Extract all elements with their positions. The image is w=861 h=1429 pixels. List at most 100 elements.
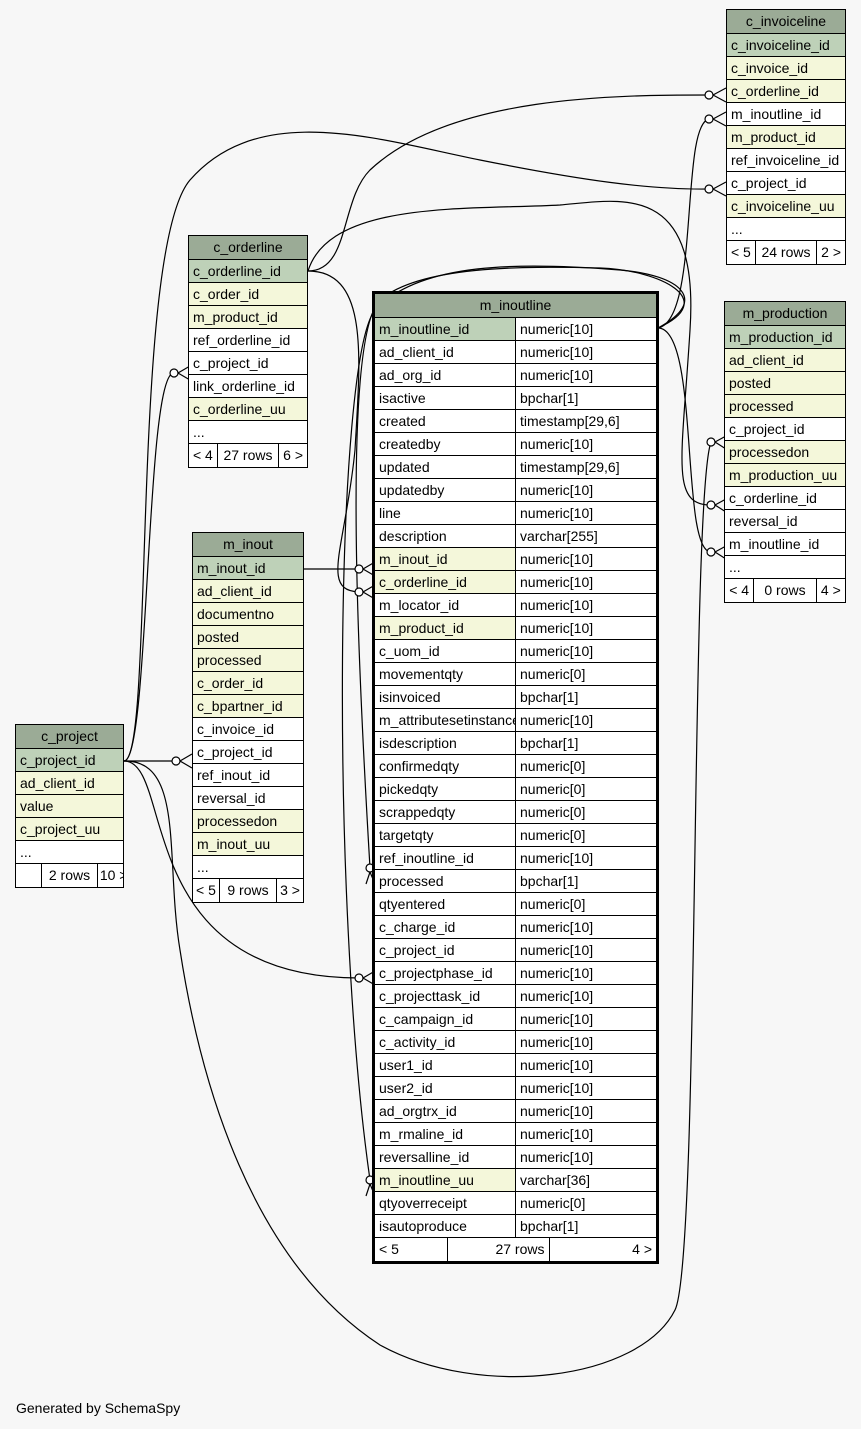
column-row[interactable]: value [16, 793, 123, 818]
column-row[interactable]: m_inoutline_id [727, 101, 845, 126]
column-row[interactable]: c_project_id [727, 170, 845, 195]
column-row[interactable]: posted [193, 624, 303, 649]
footer-nav-prev[interactable]: < 5 [375, 1237, 448, 1261]
column-row[interactable]: c_project_id [189, 350, 307, 375]
column-row[interactable]: c_invoiceline_id [727, 32, 845, 57]
column-row[interactable]: c_bpartner_id [193, 693, 303, 718]
column-row[interactable]: c_invoice_id [193, 716, 303, 741]
table-title[interactable]: c_project [16, 725, 123, 749]
column-row[interactable]: c_order_id [189, 281, 307, 306]
column-row[interactable]: c_orderline_id [189, 258, 307, 283]
column-row[interactable]: c_order_id [193, 670, 303, 695]
column-row[interactable]: link_orderline_id [189, 373, 307, 398]
column-row[interactable]: m_production_id [725, 324, 845, 349]
column-row[interactable]: processed [725, 393, 845, 418]
column-row[interactable]: processedon [193, 808, 303, 833]
footer-nav-next[interactable]: 6 > [278, 443, 307, 467]
table-title[interactable]: m_inout [193, 533, 303, 557]
column-row[interactable]: ... [725, 554, 845, 579]
column-row[interactable]: c_project_id [16, 747, 123, 772]
column-row[interactable]: c_orderline_uu [189, 396, 307, 421]
column-row[interactable]: ... [727, 216, 845, 241]
table-title[interactable]: c_invoiceline [727, 10, 845, 34]
column-row[interactable]: m_inout_uu [193, 831, 303, 856]
column-row[interactable]: ... [189, 419, 307, 444]
table-title[interactable]: m_inoutline [375, 294, 656, 318]
column-row[interactable]: m_production_uu [725, 462, 845, 487]
footer-nav-next[interactable]: 4 > [815, 578, 845, 602]
footer-nav-prev[interactable]: < 5 [727, 240, 756, 264]
table-title[interactable]: c_orderline [189, 236, 307, 260]
footer-nav-prev[interactable]: < 4 [725, 578, 755, 602]
column-row[interactable]: m_product_id [727, 124, 845, 149]
column-row[interactable]: ref_invoiceline_id [727, 147, 845, 172]
column-row[interactable]: processed [193, 647, 303, 672]
column-row[interactable]: ref_inout_id [193, 762, 303, 787]
column-row[interactable]: processedon [725, 439, 845, 464]
column-row[interactable]: ad_client_id [725, 347, 845, 372]
column-row[interactable]: c_project_id [193, 739, 303, 764]
column-row[interactable]: m_inout_id [193, 555, 303, 580]
column-row[interactable]: ... [193, 854, 303, 879]
column-row[interactable]: c_invoice_id [727, 55, 845, 80]
column-row[interactable]: c_orderline_id [727, 78, 845, 103]
column-row[interactable]: ad_client_id [16, 770, 123, 795]
table-title[interactable]: m_production [725, 302, 845, 326]
footer-nav-next[interactable]: 2 > [816, 240, 845, 264]
footer-nav-prev[interactable]: < 4 [189, 443, 218, 467]
column-row[interactable]: m_product_id [189, 304, 307, 329]
column-row[interactable]: ad_client_id [193, 578, 303, 603]
footer-nav-prev[interactable]: < 5 [193, 878, 220, 902]
column-row[interactable]: ... [16, 839, 123, 864]
column-row[interactable]: m_inoutline_id [725, 531, 845, 556]
footer-nav-next[interactable]: 3 > [276, 878, 303, 902]
footer-nav-prev[interactable] [16, 863, 43, 887]
column-row[interactable]: reversal_id [725, 508, 845, 533]
column-row[interactable]: reversal_id [193, 785, 303, 810]
column-row[interactable]: c_project_id [725, 416, 845, 441]
